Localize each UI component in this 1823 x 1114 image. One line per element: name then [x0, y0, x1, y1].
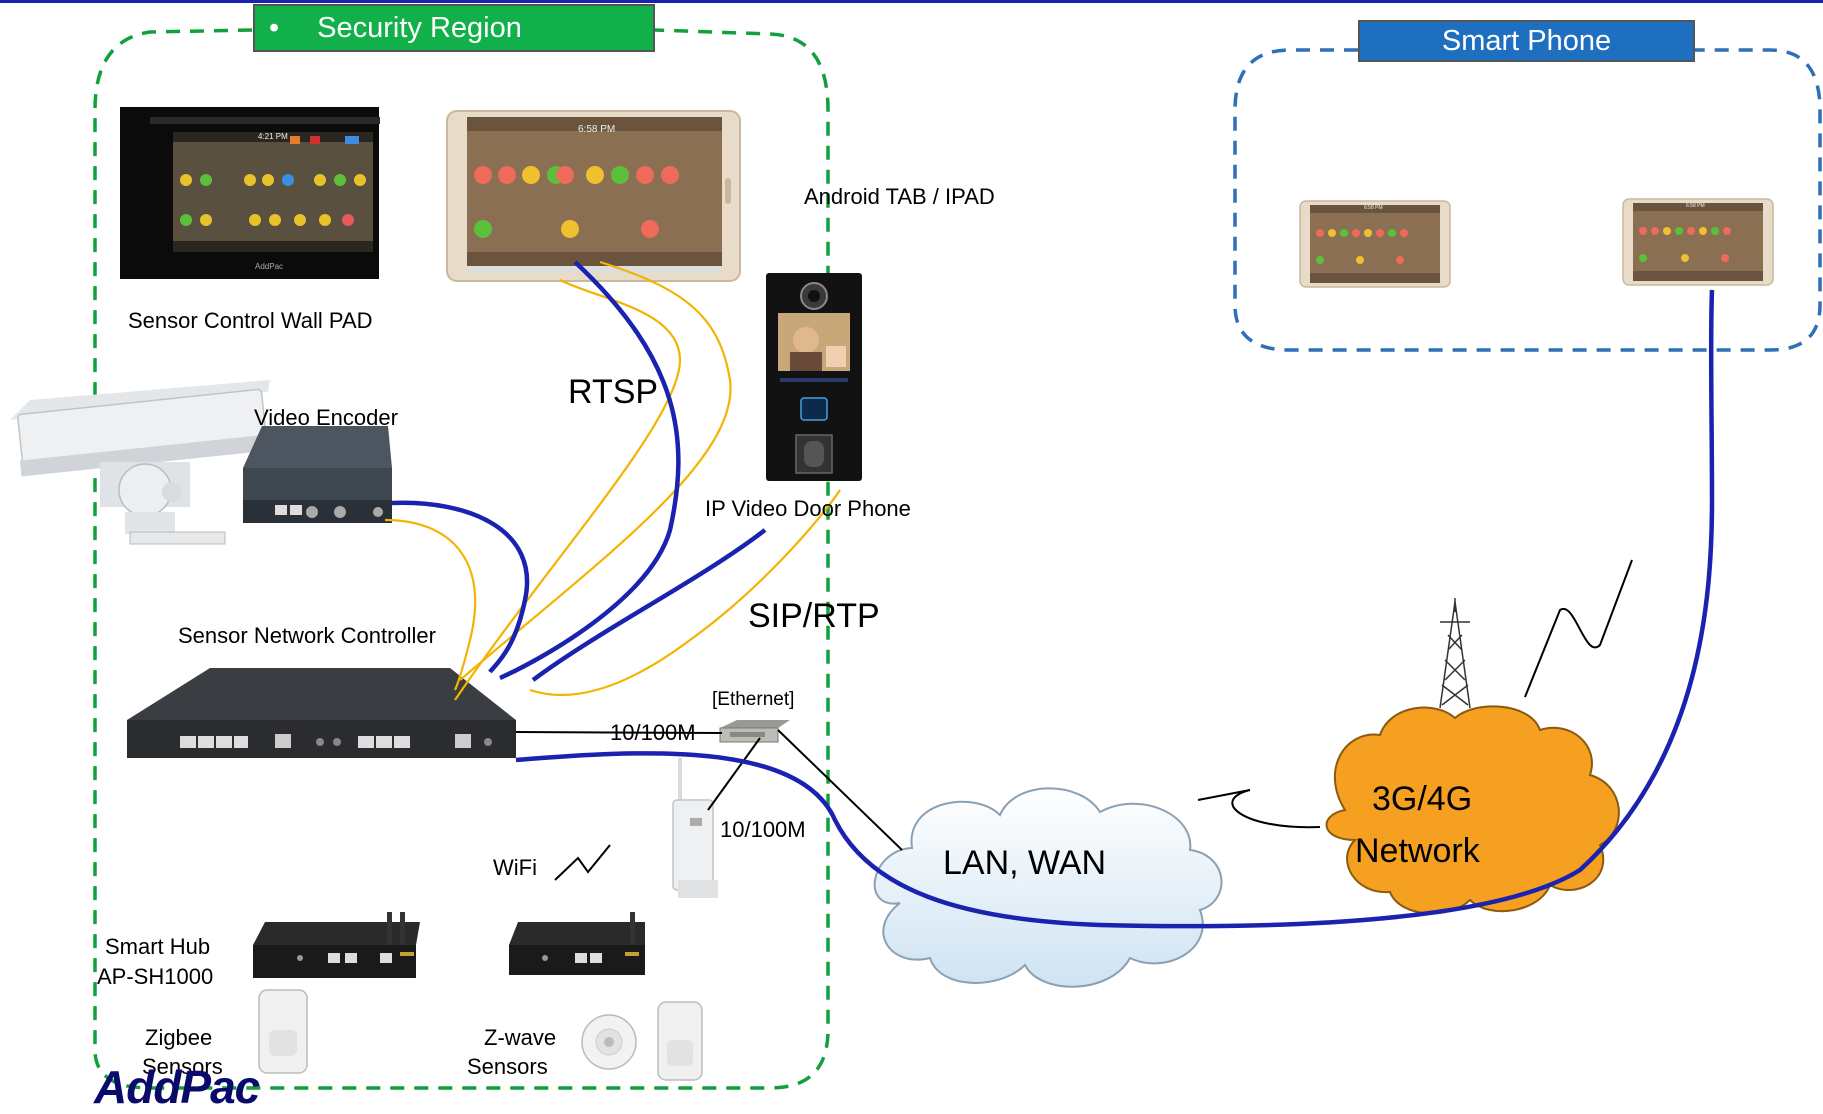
wireless-squiggles	[554, 559, 1633, 881]
zwave-motion-sensor	[657, 1001, 703, 1081]
ethernet-label: [Ethernet]	[712, 689, 795, 710]
security-region-header: • Security Region	[253, 4, 655, 52]
smart-hub-label-line1: Smart Hub	[105, 934, 211, 959]
lan-wan-cloud	[873, 787, 1223, 988]
camera-device	[10, 380, 271, 545]
zigbee-label-line1: Zigbee	[145, 1025, 213, 1050]
mobile-network-label-line1: 3G/4G	[1372, 780, 1473, 818]
smartphone-tablet-1	[1299, 200, 1451, 288]
smart-hub-label-line2: AP-SH1000	[97, 964, 214, 989]
phone-tablet-1-time: 6:58 PM	[1364, 205, 1383, 211]
zigbee-label-line2: Sensors	[142, 1054, 223, 1079]
mobile-network-label-line2: Network	[1355, 832, 1480, 870]
zwave-label-line1: Z-wave	[484, 1025, 557, 1050]
blue-cables	[391, 260, 1715, 929]
smartphone-tablet-2	[1622, 198, 1774, 286]
door-phone-label: IP Video Door Phone	[705, 496, 911, 521]
sip-rtp-label: SIP/RTP	[748, 597, 880, 635]
rtsp-label: RTSP	[568, 373, 659, 411]
wall-pad-brand: AddPac	[255, 262, 284, 271]
android-tablet-device	[446, 110, 741, 282]
header-bullet: •	[269, 11, 280, 44]
tablet-screen-time: 6:58 PM	[578, 124, 616, 135]
mobile-network-cloud	[1325, 705, 1620, 915]
ethernet-cables	[515, 729, 903, 851]
zwave-smoke-sensor	[581, 1014, 637, 1070]
video-encoder-device	[243, 426, 392, 523]
video-encoder-label: Video Encoder	[254, 405, 398, 430]
smartphone-region-header: Smart Phone	[1358, 20, 1695, 62]
controller-label: Sensor Network Controller	[178, 623, 436, 648]
lan-wan-label: LAN, WAN	[943, 844, 1107, 882]
speed-label-2: 10/100M	[720, 817, 806, 842]
wall-pad-device	[120, 107, 380, 279]
wifi-access-point-device	[672, 758, 718, 898]
smart-hub-device-1	[253, 912, 420, 978]
tablet-label: Android TAB / IPAD	[804, 184, 995, 209]
wifi-label: WiFi	[493, 855, 537, 880]
zigbee-motion-sensor	[258, 989, 308, 1074]
top-bar	[0, 0, 1823, 3]
phone-tablet-2-time: 6:58 PM	[1686, 203, 1705, 209]
zwave-label-line2: Sensors	[467, 1054, 548, 1079]
sensor-network-controller-device	[127, 668, 516, 758]
brand-logo: AddPac	[94, 1061, 260, 1113]
wall-pad-label: Sensor Control Wall PAD	[128, 308, 373, 333]
security-region-title: Security Region	[317, 11, 522, 44]
yellow-cables	[384, 260, 841, 701]
cell-tower-icon	[1439, 598, 1471, 709]
smart-hub-device-2	[509, 912, 645, 975]
wall-pad-screen-time: 4:21 PM	[258, 132, 288, 141]
ethernet-switch-device	[719, 720, 790, 743]
door-phone-device	[766, 273, 862, 481]
smartphone-region-border	[1233, 48, 1822, 352]
smartphone-region-title: Smart Phone	[1441, 24, 1612, 57]
speed-label-1: 10/100M	[610, 720, 696, 745]
